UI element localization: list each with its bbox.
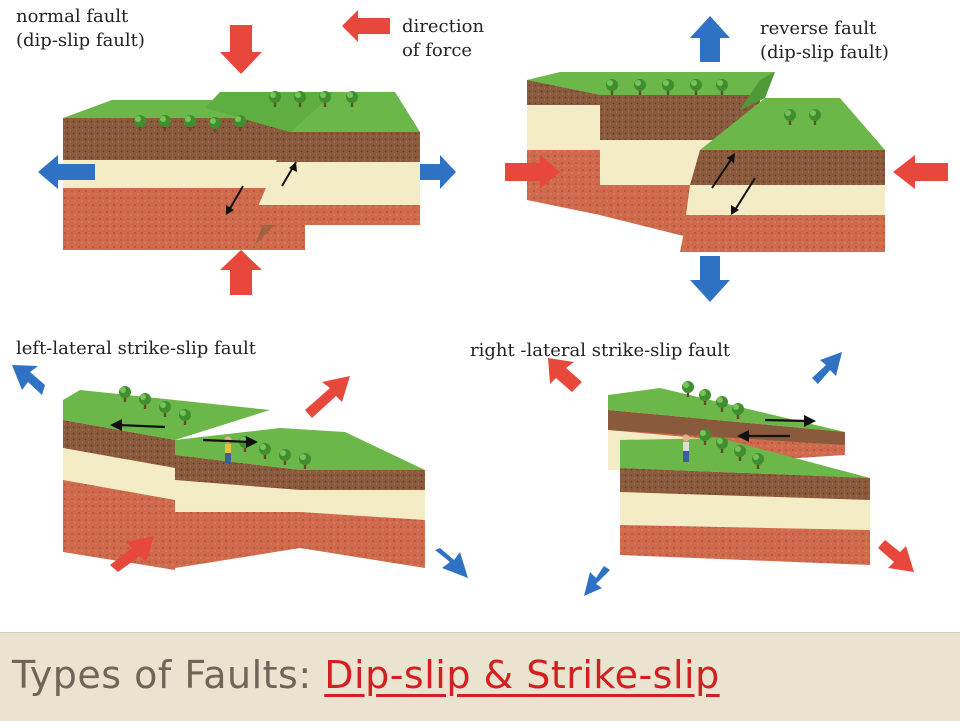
reverse-fault-label-line2: (dip-slip fault) (760, 42, 889, 64)
reverse-fault-block (527, 72, 885, 252)
force-legend-arrow (342, 10, 390, 42)
fault-diagram: normal fault (dip-slip fault) direction … (0, 0, 960, 632)
right-lateral-label: right -lateral strike-slip fault (470, 340, 730, 362)
force-label-line1: direction (402, 16, 484, 38)
fault-illustration (0, 0, 960, 632)
slide-footer: Types of Faults: Dip-slip & Strike-slip (0, 632, 960, 721)
force-label-line2: of force (402, 40, 472, 62)
slide-title-text: Types of Faults: (12, 653, 324, 697)
slide-title-link[interactable]: Dip-slip & Strike-slip (324, 653, 719, 697)
normal-fault-block (63, 91, 420, 250)
right-lateral-block (608, 381, 870, 565)
left-lateral-block (63, 386, 425, 570)
normal-fault-label-line2: (dip-slip fault) (16, 30, 145, 52)
slide-title: Types of Faults: Dip-slip & Strike-slip (12, 651, 720, 699)
left-lateral-label: left-lateral strike-slip fault (16, 338, 256, 360)
reverse-fault-label-line1: reverse fault (760, 18, 876, 40)
normal-fault-label-line1: normal fault (16, 6, 128, 28)
